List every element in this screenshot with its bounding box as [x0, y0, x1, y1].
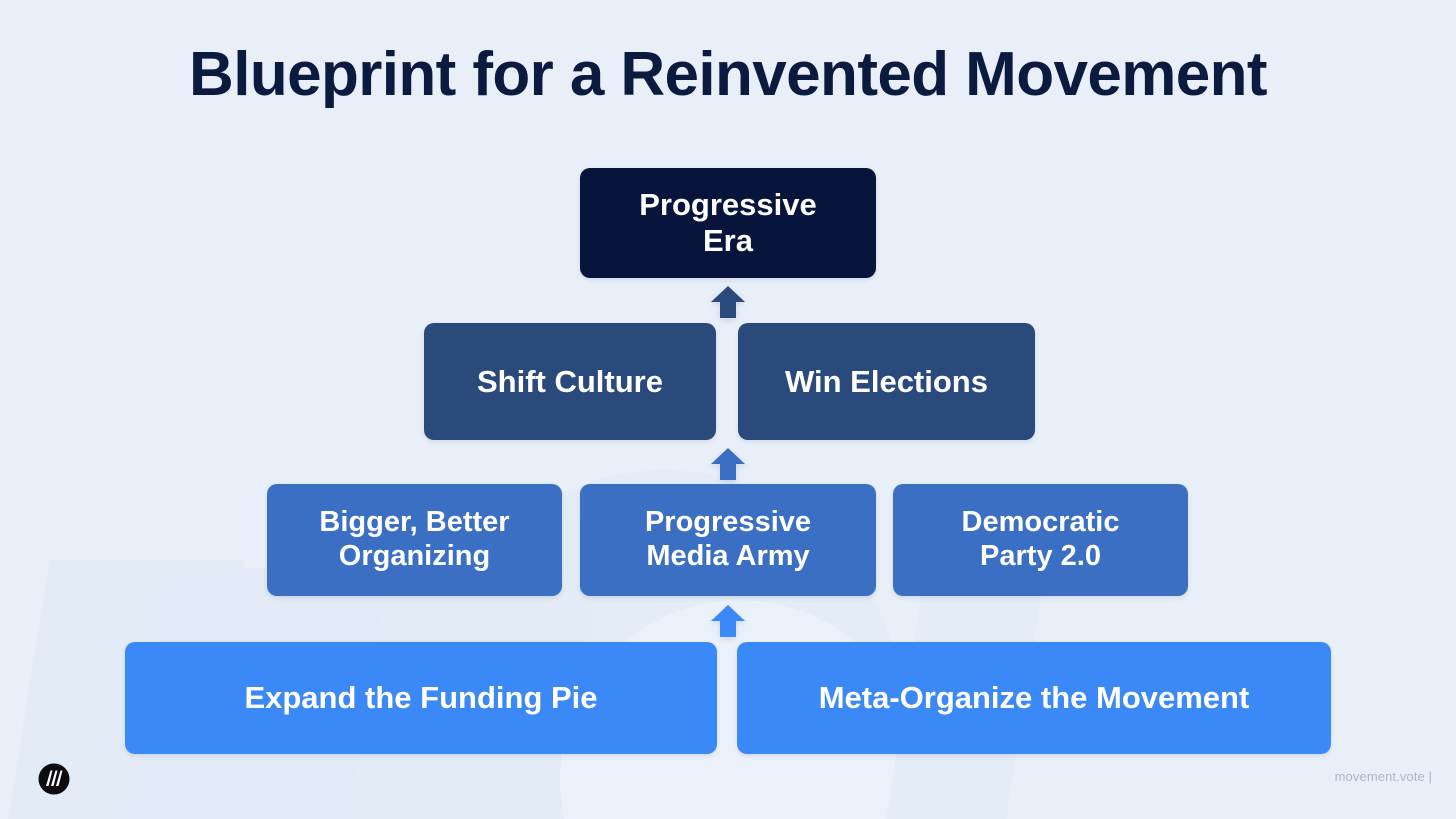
pyramid-box-label: Meta-Organize the Movement — [818, 680, 1250, 716]
pyramid-box-shift-culture[interactable]: Shift Culture — [424, 323, 716, 440]
pyramid-box-expand-the-funding-pie[interactable]: Expand the Funding Pie — [125, 642, 717, 754]
pyramid-box-label: Progressive Media Army — [644, 506, 812, 572]
pyramid-box-bigger-better-organizing[interactable]: Bigger, Better Organizing — [267, 484, 562, 596]
pyramid-box-progressive-era[interactable]: Progressive Era — [580, 168, 876, 278]
arrow-up-icon-tier4-to-tier3 — [710, 604, 746, 638]
arrow-up-icon-tier3-to-tier2 — [710, 447, 746, 481]
pyramid-box-win-elections[interactable]: Win Elections — [738, 323, 1035, 440]
pyramid-box-label: Progressive Era — [639, 187, 817, 258]
pyramid-box-label: Expand the Funding Pie — [244, 680, 598, 716]
pyramid-box-label: Win Elections — [785, 363, 988, 399]
pyramid-box-democratic-party-2-0[interactable]: Democratic Party 2.0 — [893, 484, 1188, 596]
footer-site-url: movement.vote | — [1334, 769, 1432, 784]
pyramid-box-label: Shift Culture — [477, 363, 663, 399]
movement-m-logo-icon — [38, 763, 70, 795]
pyramid-box-meta-organize-the-movement[interactable]: Meta-Organize the Movement — [737, 642, 1331, 754]
page-title: Blueprint for a Reinvented Movement — [189, 40, 1268, 109]
pyramid-box-progressive-media-army[interactable]: Progressive Media Army — [580, 484, 876, 596]
pyramid-box-label: Democratic Party 2.0 — [961, 506, 1120, 572]
arrow-up-icon-tier2-to-tier1 — [710, 285, 746, 319]
pyramid-box-label: Bigger, Better Organizing — [319, 506, 510, 572]
